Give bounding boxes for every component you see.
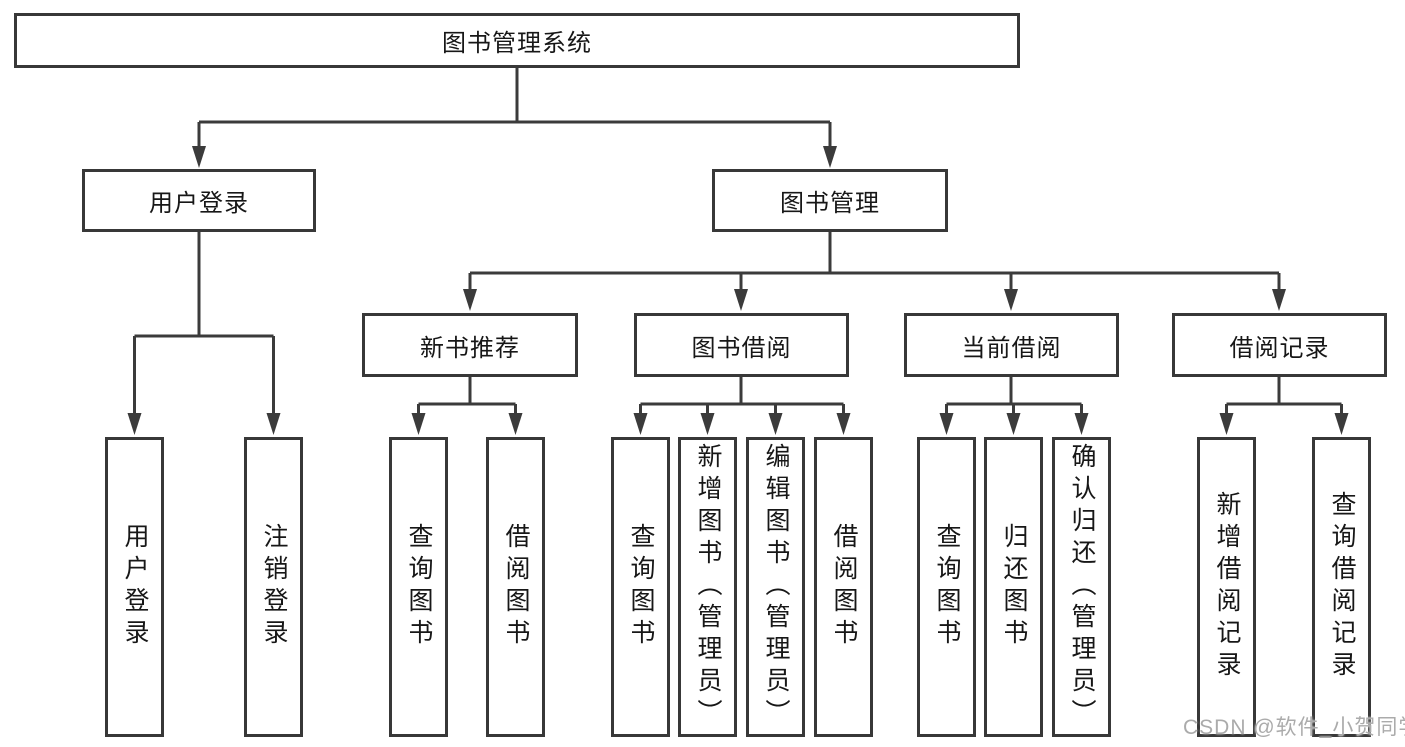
- node-current-borrow: 当前借阅: [904, 313, 1119, 377]
- connector-new-book: [417, 377, 517, 418]
- node-book-borrow: 图书借阅: [634, 313, 849, 377]
- leaf-confirm-return-admin: 确认归还（管理员）: [1052, 437, 1111, 737]
- leaf-query-borrow-record-label: 查询借阅记录: [1328, 491, 1356, 683]
- leaf-borrow-books-recommend-label: 借阅图书: [502, 523, 530, 651]
- leaf-confirm-return-admin-label: 确认归还（管理员）: [1068, 443, 1096, 731]
- node-root-system: 图书管理系统: [14, 13, 1020, 68]
- leaf-borrow-books: 借阅图书: [814, 437, 873, 737]
- leaf-return-books-label: 归还图书: [1000, 523, 1028, 651]
- leaf-edit-books-admin: 编辑图书（管理员）: [746, 437, 805, 737]
- node-borrow-records-label: 借阅记录: [1229, 334, 1330, 362]
- leaf-user-login: 用户登录: [105, 437, 164, 737]
- node-user-login: 用户登录: [82, 169, 316, 232]
- connector-book-management: [468, 232, 1281, 293]
- node-user-login-label: 用户登录: [149, 190, 249, 217]
- connector-borrow-records: [1225, 377, 1343, 418]
- leaf-query-books-current: 查询图书: [917, 437, 976, 737]
- leaf-borrow-books-label: 借阅图书: [830, 523, 858, 651]
- leaf-query-books-borrow: 查询图书: [611, 437, 670, 737]
- node-book-management-label: 图书管理: [780, 190, 880, 217]
- leaf-add-books-admin-label: 新增图书（管理员）: [694, 443, 722, 731]
- node-book-borrow-label: 图书借阅: [691, 334, 792, 362]
- node-new-book-recommend-label: 新书推荐: [420, 334, 520, 362]
- connector-user-login: [133, 232, 275, 418]
- leaf-add-borrow-record: 新增借阅记录: [1197, 437, 1256, 737]
- leaf-query-books-recommend: 查询图书: [389, 437, 448, 737]
- arrowheads: [127, 146, 1349, 435]
- leaf-borrow-books-recommend: 借阅图书: [486, 437, 545, 737]
- node-current-borrow-label: 当前借阅: [961, 334, 1062, 362]
- leaf-query-books-current-label: 查询图书: [933, 523, 961, 651]
- leaf-logout: 注销登录: [244, 437, 303, 737]
- connector-root: [197, 68, 832, 150]
- watermark: CSDN @软件_小贺同学: [1183, 716, 1405, 739]
- connector-book-borrow: [639, 377, 845, 418]
- leaf-logout-label: 注销登录: [260, 523, 288, 651]
- node-root-label: 图书管理系统: [442, 30, 592, 57]
- node-book-management: 图书管理: [712, 169, 948, 232]
- leaf-add-books-admin: 新增图书（管理员）: [678, 437, 737, 737]
- leaf-edit-books-admin-label: 编辑图书（管理员）: [762, 443, 790, 731]
- leaf-user-login-label: 用户登录: [121, 523, 149, 651]
- leaf-query-books-borrow-label: 查询图书: [627, 523, 655, 651]
- node-new-book-recommend: 新书推荐: [362, 313, 578, 377]
- node-borrow-records: 借阅记录: [1172, 313, 1387, 377]
- leaf-query-books-recommend-label: 查询图书: [405, 523, 433, 651]
- connector-current-borrow: [945, 377, 1083, 418]
- leaf-query-borrow-record: 查询借阅记录: [1312, 437, 1371, 737]
- leaf-add-borrow-record-label: 新增借阅记录: [1213, 491, 1241, 683]
- leaf-return-books: 归还图书: [984, 437, 1043, 737]
